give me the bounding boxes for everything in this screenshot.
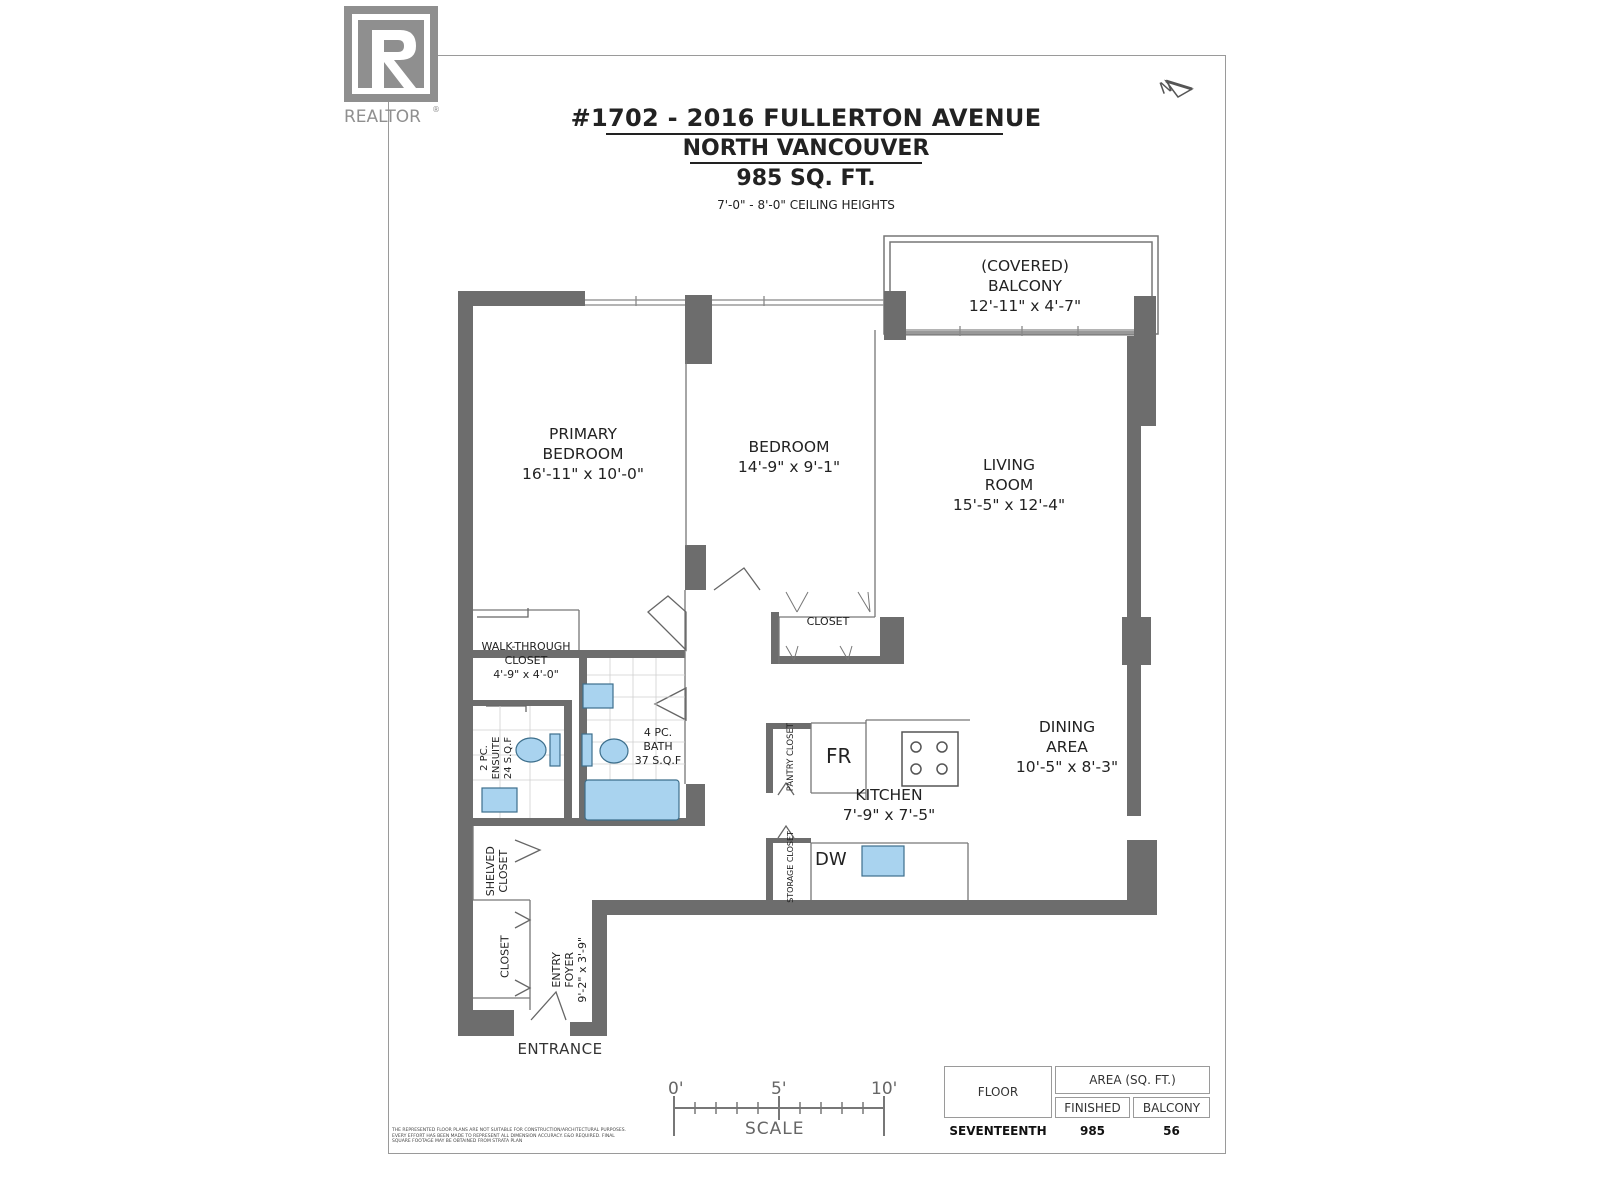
area-table-area-header: AREA (SQ. FT.) xyxy=(1055,1066,1210,1094)
walk-through-closet-line2: CLOSET xyxy=(504,653,548,667)
dining-area-line1: DINING xyxy=(1038,718,1096,736)
area-table-balcony-value: 56 xyxy=(1163,1124,1180,1138)
primary-bedroom-line2: BEDROOM xyxy=(542,445,624,464)
walls xyxy=(458,291,1157,1036)
bedroom-line1: BEDROOM xyxy=(748,438,830,456)
windows xyxy=(585,296,1134,336)
entry-foyer-line1: ENTRY xyxy=(550,952,564,988)
entry-foyer-label: ENTRY FOYER 9'-2" x 3'-9" xyxy=(550,920,590,1020)
floorplan-sheet xyxy=(388,55,1226,1154)
balcony-label-line2: BALCONY xyxy=(988,277,1062,296)
storage-closet-label: STORAGE CLOSET xyxy=(786,831,796,903)
kitchen-sink-icon xyxy=(861,845,905,877)
living-room-line1: LIVING xyxy=(983,456,1035,474)
bath-line1: 4 PC. xyxy=(643,726,673,739)
entrance-label: ENTRANCE xyxy=(517,1040,603,1058)
scale-tick-10: 10' xyxy=(871,1079,898,1099)
interior-lines xyxy=(472,330,970,1010)
ensuite-area: 24 S.Q.F xyxy=(503,736,514,780)
bath-toilet-icon xyxy=(599,738,629,764)
area-table-finished-header: FINISHED xyxy=(1055,1097,1130,1118)
city-underline xyxy=(690,162,922,164)
ensuite-label: 2 PC. ENSUITE 24 S.Q.F xyxy=(479,723,515,793)
bedroom-closet-label: CLOSET xyxy=(806,615,850,628)
bedroom-label: BEDROOM 14'-9" x 9'-1" xyxy=(706,437,872,477)
north-arrow-icon: N xyxy=(1157,76,1194,98)
ensuite-toilet-icon xyxy=(515,737,547,763)
closet-hatch xyxy=(785,591,871,661)
area-table: FLOOR AREA (SQ. FT.) FINISHED BALCONY SE… xyxy=(944,1066,1210,1142)
bedroom-dims: 14'-9" x 9'-1" xyxy=(737,458,841,477)
living-room-label: LIVING ROOM 15'-5" x 12'-4" xyxy=(926,455,1092,515)
property-city: NORTH VANCOUVER xyxy=(682,136,930,161)
realtor-logo-mark: REALTOR ® xyxy=(344,6,440,127)
scale-tick-0: 0' xyxy=(668,1079,684,1099)
property-address: #1702 - 2016 FULLERTON AVENUE xyxy=(570,104,1042,132)
walk-through-closet-line1: WALK-THROUGH xyxy=(481,640,571,653)
address-underline xyxy=(606,133,1003,135)
kitchen-dims: 7'-9" x 7'-5" xyxy=(842,806,936,825)
living-room-dims: 15'-5" x 12'-4" xyxy=(952,496,1066,515)
ensuite-tank-icon xyxy=(549,733,561,767)
ceiling-heights: 7'-0" - 8'-0" CEILING HEIGHTS xyxy=(717,198,895,212)
bath-area: 37 S.Q.F xyxy=(634,753,682,767)
kitchen-label: KITCHEN 7'-9" x 7'-5" xyxy=(806,785,972,825)
primary-bedroom-dims: 16'-11" x 10'-0" xyxy=(521,465,645,484)
primary-bedroom-label: PRIMARY BEDROOM 16'-11" x 10'-0" xyxy=(500,424,666,484)
bath-label: 4 PC. BATH 37 S.Q.F xyxy=(630,726,686,767)
walk-through-closet-dims: 4'-9" x 4'-0" xyxy=(493,667,559,681)
entry-foyer-line2: FOYER xyxy=(563,951,577,988)
balcony-outline xyxy=(883,235,1159,335)
scale-ruler xyxy=(673,1096,885,1136)
area-table-balcony-header: BALCONY xyxy=(1133,1097,1210,1118)
doors xyxy=(477,567,795,1021)
entry-foyer-dims: 9'-2" x 3'-9" xyxy=(576,936,590,1003)
area-table-finished-value: 985 xyxy=(1079,1124,1106,1138)
realtor-trademark: ® xyxy=(432,105,440,114)
dining-area-label: DINING AREA 10'-5" x 8'-3" xyxy=(984,717,1150,777)
bath-sink-icon xyxy=(582,683,614,709)
walk-through-closet-label: WALK-THROUGH CLOSET 4'-9" x 4'-0" xyxy=(473,640,579,681)
realtor-logo: REALTOR ® xyxy=(344,6,440,127)
dining-area-dims: 10'-5" x 8'-3" xyxy=(1015,758,1119,777)
primary-bedroom-line1: PRIMARY xyxy=(549,425,617,443)
ensuite-sink-icon xyxy=(481,787,518,813)
shelved-closet-line1: SHELVED xyxy=(483,846,497,897)
fridge-label: FR xyxy=(826,744,852,768)
kitchen-line1: KITCHEN xyxy=(855,786,923,804)
bath-tank-icon xyxy=(581,733,593,767)
stove-icon xyxy=(901,731,959,787)
dining-area-line2: AREA xyxy=(1046,738,1088,757)
balcony-label-line1: (COVERED) xyxy=(981,257,1069,275)
scale-tick-5: 5' xyxy=(771,1079,787,1099)
area-table-floor-value: SEVENTEENTH xyxy=(949,1124,1047,1138)
svg-text:N: N xyxy=(1157,76,1175,98)
realtor-wordmark: REALTOR xyxy=(344,107,421,126)
scale-title: SCALE xyxy=(745,1119,805,1139)
area-table-floor-header: FLOOR xyxy=(944,1066,1052,1118)
living-room-line2: ROOM xyxy=(984,476,1034,495)
disclaimer: THE REPRESENTED FLOOR PLANS ARE NOT SUIT… xyxy=(392,1128,626,1145)
ensuite-line1: 2 PC. xyxy=(479,745,490,771)
balcony-dims: 12'-11" x 4'-7" xyxy=(968,297,1082,316)
shelved-closet-line2: CLOSET xyxy=(497,849,510,893)
bath-line2: BATH xyxy=(643,739,673,753)
bathtub-icon xyxy=(584,779,680,821)
fixtures xyxy=(481,683,905,877)
dishwasher-label: DW xyxy=(815,849,847,870)
entry-closet-label: CLOSET xyxy=(498,935,512,978)
pantry-closet-label: PANTRY CLOSET xyxy=(785,722,796,792)
shelved-closet-label: SHELVED CLOSET xyxy=(484,836,510,906)
balcony-label: (COVERED) BALCONY 12'-11" x 4'-7" xyxy=(942,256,1108,316)
ensuite-line2: ENSUITE xyxy=(491,736,502,780)
total-area: 985 SQ. FT. xyxy=(736,166,876,191)
